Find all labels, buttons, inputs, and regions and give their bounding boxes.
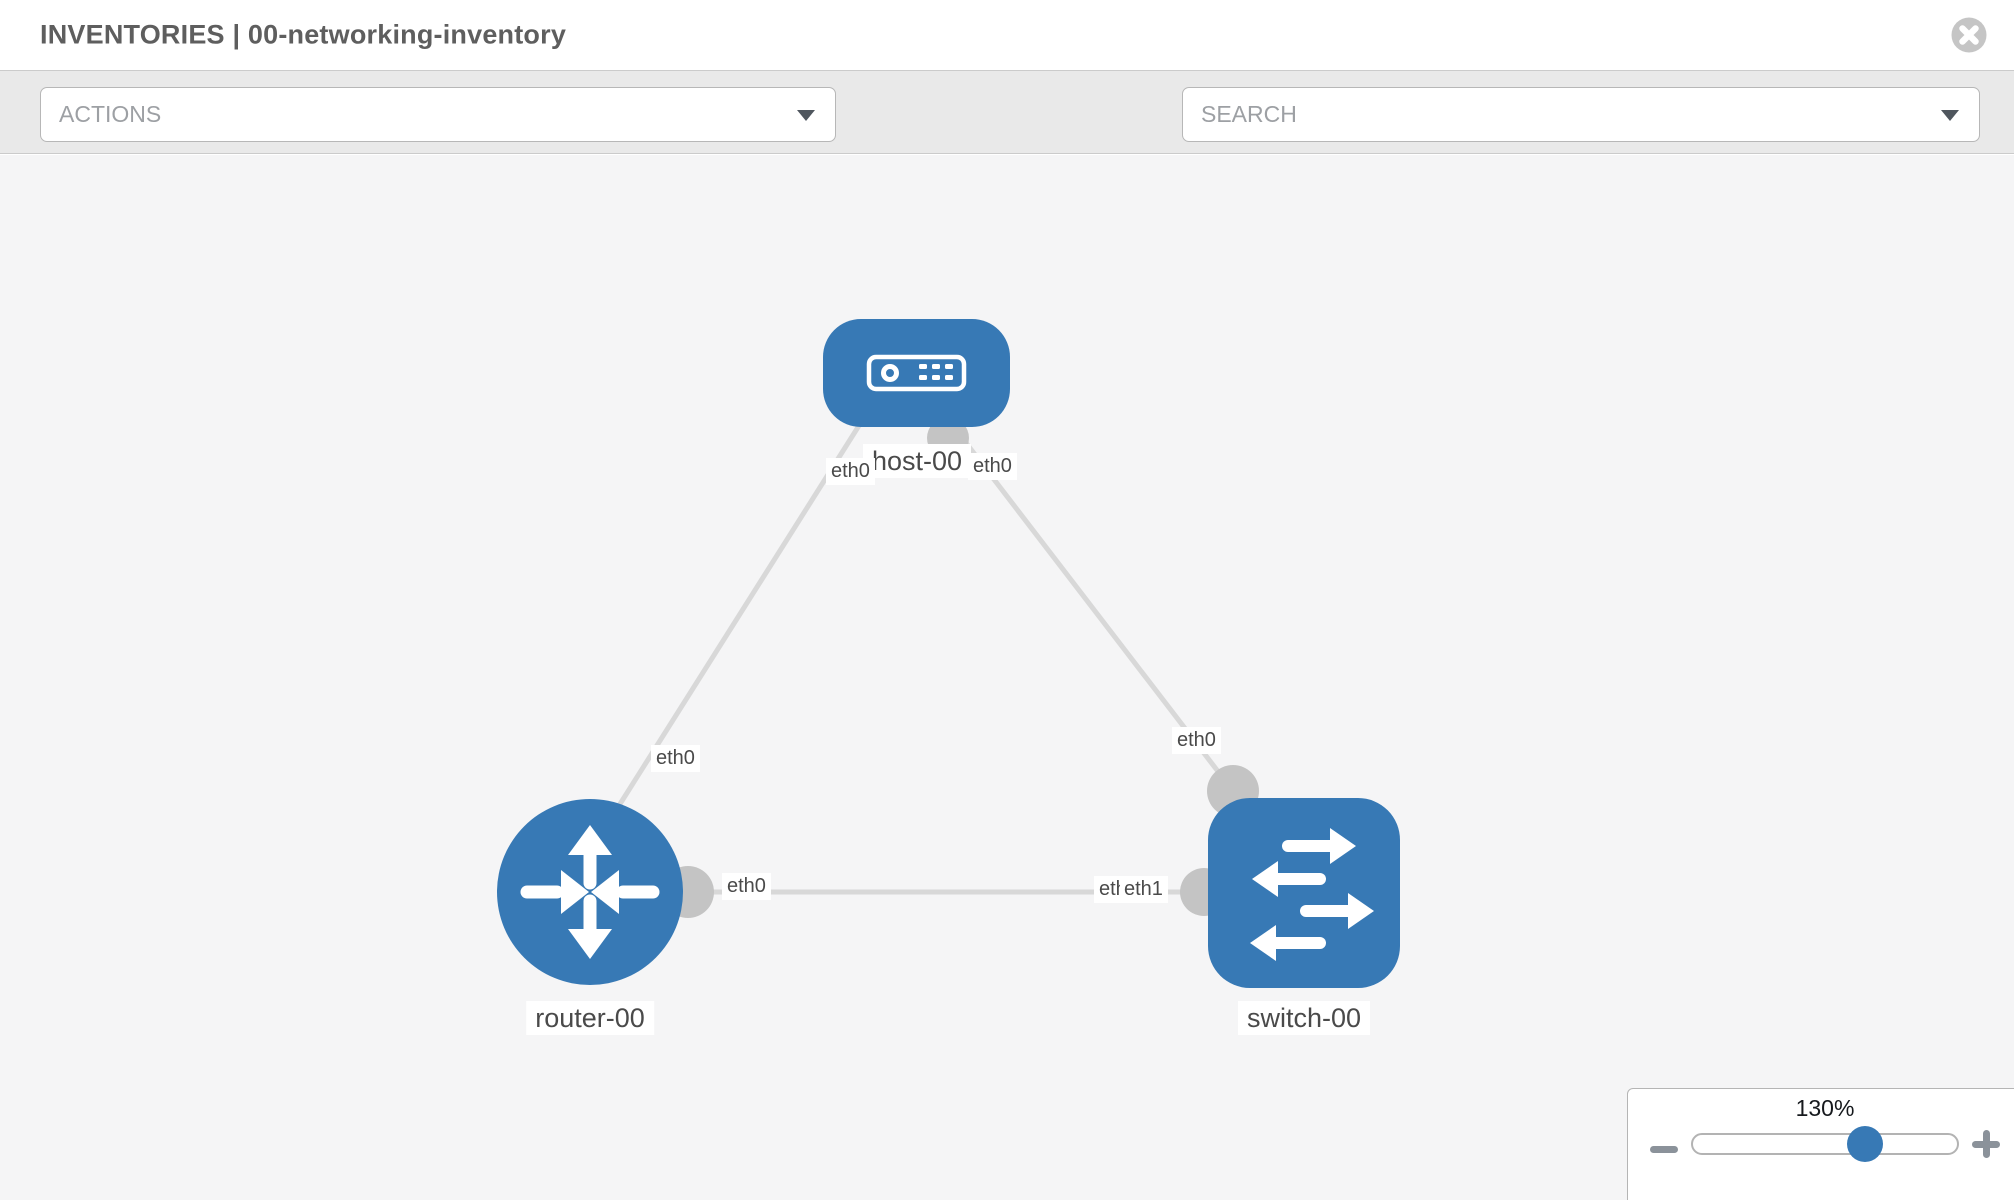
zoom-in-button[interactable] (1972, 1129, 2002, 1159)
interface-label-host-eth0-left: eth0 (826, 458, 875, 485)
node-label-switch: switch-00 (1237, 1001, 1371, 1036)
interface-label-switch-link-eth0: eth0 (1172, 727, 1221, 754)
close-button[interactable] (1950, 16, 1988, 54)
page-title: INVENTORIES | 00-networking-inventory (40, 19, 567, 50)
zoom-level: 130% (1795, 1095, 1855, 1121)
actions-dropdown-value: ACTIONS (59, 101, 162, 127)
toolbar: ACTIONS SEARCH (0, 70, 2014, 207)
search-dropdown[interactable]: SEARCH (1182, 87, 1980, 142)
zoom-panel: 130% (1627, 1088, 2014, 1200)
minus-icon (1650, 1146, 1678, 1153)
node-label-host: host-00 (862, 444, 972, 479)
header: INVENTORIES | 00-networking-inventory (0, 0, 2014, 70)
topology-canvas[interactable]: host-00 router-00 switch-00 eth0 eth0 et… (0, 155, 2014, 1200)
zoom-slider-thumb[interactable] (1847, 1126, 1883, 1162)
search-dropdown-value: SEARCH (1201, 101, 1297, 127)
interface-label-switch-eth1: eth1 (1120, 876, 1168, 903)
zoom-slider-track[interactable] (1691, 1126, 1959, 1162)
chevron-down-icon (1941, 109, 1959, 121)
plus-icon (1972, 1130, 2000, 1158)
router-icon (520, 825, 660, 959)
node-router-00[interactable] (497, 799, 683, 985)
interface-label-router-link-eth0: eth0 (651, 745, 700, 772)
topology-connectors (662, 417, 1259, 918)
chevron-down-icon (797, 109, 815, 121)
actions-dropdown[interactable]: ACTIONS (40, 87, 836, 142)
topology-graph (497, 319, 1400, 988)
switch-icon (1250, 828, 1374, 961)
node-label-router: router-00 (526, 1001, 654, 1036)
node-host-00[interactable] (823, 319, 1010, 427)
close-icon (1951, 17, 1987, 53)
interface-label-host-eth0-right: eth0 (968, 453, 1017, 480)
host-icon (866, 354, 967, 392)
node-switch-00[interactable] (1208, 798, 1400, 988)
zoom-out-button[interactable] (1650, 1135, 1680, 1157)
interface-label-router-eth0: eth0 (722, 873, 771, 900)
